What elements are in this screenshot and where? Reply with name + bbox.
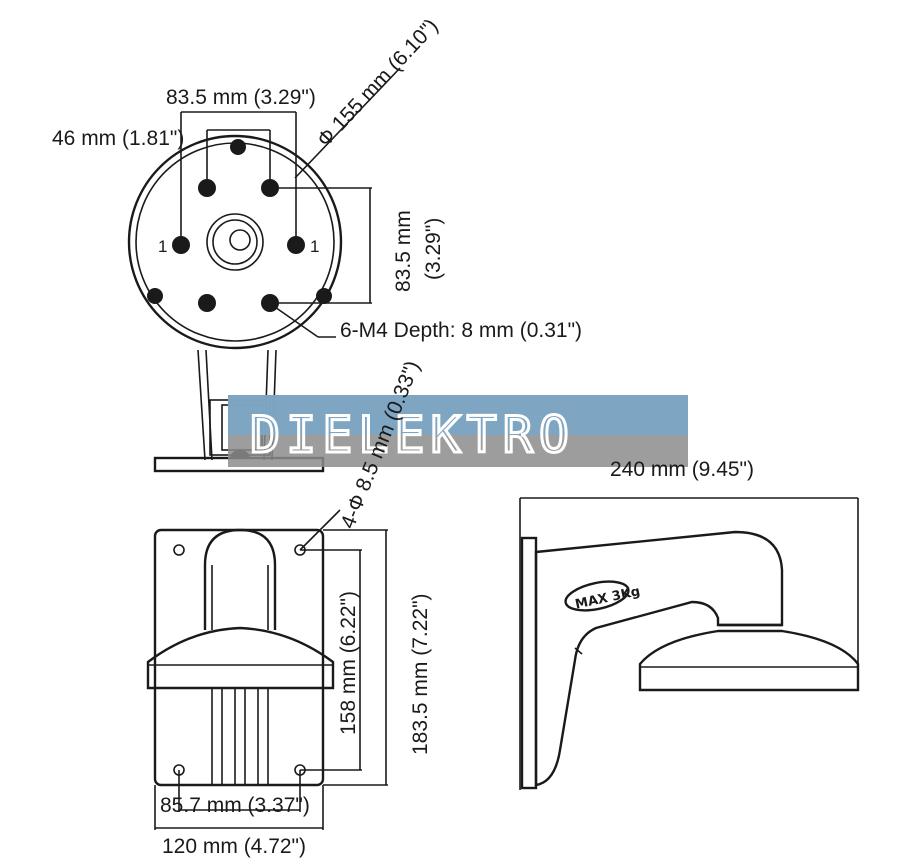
screw-hole [198, 294, 216, 312]
screw-hole [316, 288, 332, 304]
dim-top-pitch: 83.5 mm (3.29") [166, 86, 316, 109]
arm-detail [574, 647, 583, 655]
watermark: DIELEKTRO [228, 395, 688, 467]
watermark-band-blue [228, 395, 688, 435]
side-dome [638, 629, 860, 692]
dim-width-120: 120 mm (4.72") [162, 835, 306, 858]
wall-plate [153, 528, 325, 787]
dim-height-183: 183.5 mm (7.22") [409, 593, 432, 755]
label-plate-text: MAX 3Kg [574, 584, 642, 612]
hole-marker-right: 1 [310, 237, 319, 256]
screw-hole [230, 139, 246, 155]
dim-length-240: 240 mm (9.45") [610, 458, 754, 481]
base-outer-circle [127, 134, 343, 350]
center-ring-outer [206, 213, 264, 271]
hole-marker-left: 1 [158, 237, 167, 256]
screw-hole [147, 288, 163, 304]
center-ring-mid [212, 219, 258, 265]
dim-hole-span-85: 85.7 mm (3.37") [160, 794, 310, 817]
dim-vertical-pitch-mm: 83.5 mm [392, 210, 415, 292]
side-arm [534, 530, 784, 787]
side-view: 240 mm (9.45") MAX 3Kg [519, 458, 860, 790]
side-wall-plate [520, 536, 538, 790]
watermark-text: DIELEKTRO [250, 406, 575, 464]
dim-hole-span-158: 158 mm (6.22") [337, 591, 360, 735]
thread-leader [271, 304, 319, 338]
arm-profile [203, 528, 277, 630]
top-view: 1 1 83.5 mm (3.29") 46 mm (1.81") Ф 155 … [52, 14, 582, 473]
center-hole [229, 229, 251, 251]
dim-thread: 6-M4 Depth: 8 mm (0.31") [340, 319, 582, 342]
dome-cap [146, 626, 335, 690]
dim-vertical-pitch-in: (3.29") [422, 218, 445, 280]
hole-leader [299, 509, 341, 551]
label-plate [564, 580, 630, 612]
dim-diameter: Ф 155 mm (6.10") [313, 14, 443, 151]
diameter-leader [294, 67, 401, 179]
mount-hole [173, 544, 185, 556]
dim-offset-46: 46 mm (1.81") [52, 127, 184, 150]
stem-line [197, 349, 206, 461]
stem-line [205, 349, 213, 461]
